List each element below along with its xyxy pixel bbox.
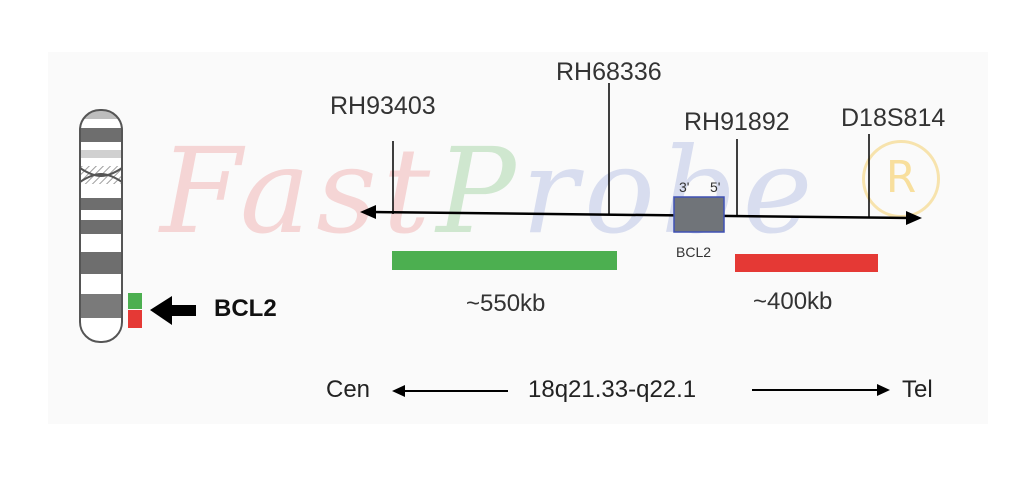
marker-label-rh68336: RH68336 <box>556 58 662 86</box>
gene-5prime-label: 5' <box>710 179 721 195</box>
watermark-part-3: robe <box>521 122 819 260</box>
red-signal-marker <box>128 310 142 328</box>
chromosome-ideogram <box>79 109 123 343</box>
red-probe-size: ~400kb <box>753 288 833 315</box>
green-probe-size: ~550kb <box>466 290 546 317</box>
green-probe-bar <box>392 251 617 270</box>
watermark-part-1: Fast <box>160 122 437 260</box>
centromere-arrow <box>392 385 508 397</box>
red-probe-bar <box>735 254 878 272</box>
telomere-arrow <box>752 384 890 396</box>
gene-box-label: BCL2 <box>676 244 712 260</box>
gene-3prime-label: 3' <box>679 179 690 195</box>
bcl2-gene-box <box>673 196 725 233</box>
gene-pointer-label: BCL2 <box>214 295 277 322</box>
pointer-arrow <box>150 296 196 325</box>
band-label: 18q21.33-q22.1 <box>528 376 697 403</box>
marker-label-d18s814: D18S814 <box>841 104 946 132</box>
watermark: FastProbe <box>160 122 818 260</box>
marker-label-rh93403: RH93403 <box>330 92 436 120</box>
watermark-part-2: P <box>436 122 522 260</box>
telomere-label: Tel <box>902 376 933 403</box>
green-signal-marker <box>128 293 142 309</box>
marker-label-rh91892: RH91892 <box>684 108 790 136</box>
locus-line <box>360 205 922 225</box>
registered-mark: R <box>862 140 940 218</box>
figure-panel <box>48 52 988 424</box>
centromere-label: Cen <box>326 376 371 403</box>
